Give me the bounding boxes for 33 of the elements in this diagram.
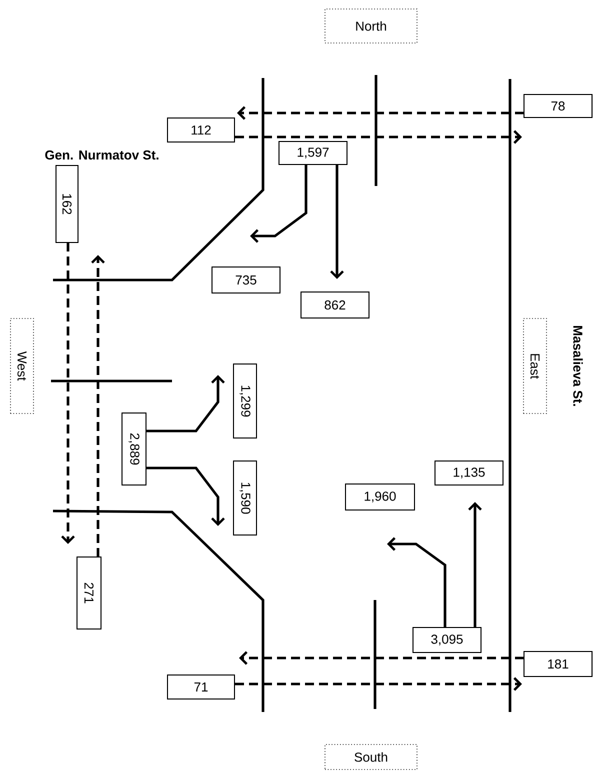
arrow (237, 106, 524, 120)
arrow (330, 164, 344, 279)
arrow (61, 242, 75, 544)
arrow (387, 537, 446, 628)
count-box: 862 (300, 292, 370, 318)
arrow (239, 651, 524, 665)
count-box: 181 (524, 651, 592, 677)
direction-box: East (523, 318, 547, 414)
arrow (468, 502, 482, 628)
street-name: Masalieva St. (573, 326, 583, 406)
arrow (250, 164, 308, 243)
count-box: 71 (167, 674, 235, 700)
direction-box: South (324, 744, 418, 770)
count-box: 2,889 (122, 412, 146, 486)
direction-box: North (324, 8, 418, 44)
arrow (91, 255, 105, 557)
count-box: 1,299 (233, 364, 257, 438)
count-box: 1,135 (434, 460, 504, 486)
count-box: 1,960 (345, 484, 415, 510)
count-box: 112 (167, 118, 235, 142)
count-box: 271 (76, 556, 102, 630)
count-box: 1,597 (278, 141, 348, 165)
arrow (146, 466, 225, 526)
arrow (235, 677, 522, 691)
street-name: Gen. Nurmatov St. (45, 150, 158, 160)
count-box: 735 (212, 266, 280, 294)
count-box: 1,590 (233, 460, 257, 536)
count-box: 3,095 (412, 627, 482, 653)
arrow (235, 130, 522, 144)
count-box: 162 (56, 165, 78, 243)
arrow (146, 375, 225, 432)
count-box: 78 (524, 94, 592, 118)
direction-box: West (10, 318, 34, 414)
